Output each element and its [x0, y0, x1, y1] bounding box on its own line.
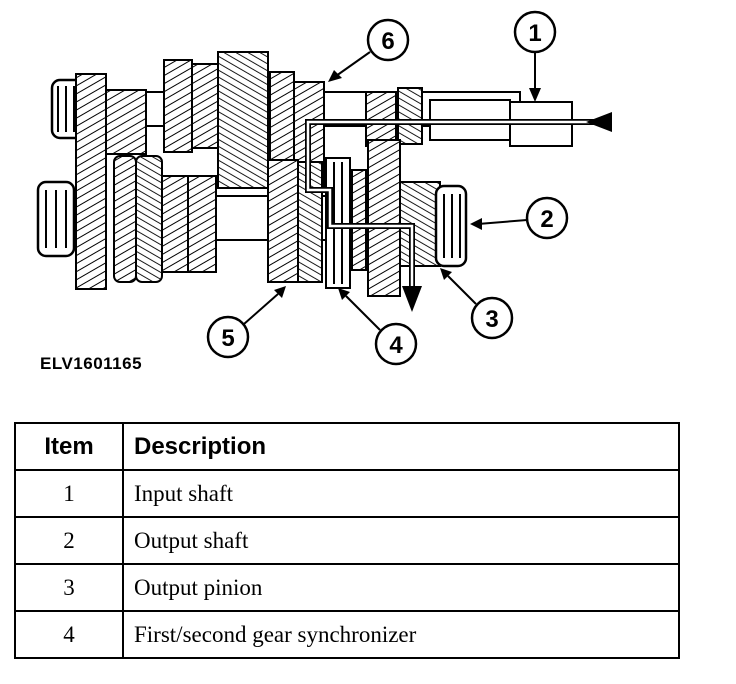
callout-4: 4 [338, 288, 418, 366]
callout-3: 3 [440, 268, 514, 340]
callout-1-label: 1 [528, 20, 541, 47]
table-header-row: Item Description [14, 422, 680, 471]
description-column-header: Description [122, 422, 680, 471]
item-description: First/second gear synchronizer [122, 610, 680, 659]
callout-2-label: 2 [540, 206, 553, 233]
item-description: Output pinion [122, 563, 680, 612]
callout-3-label: 3 [485, 306, 498, 333]
table-row: 3 Output pinion [14, 563, 680, 612]
gearbox-diagram: 1 2 3 4 5 6 [36, 10, 612, 366]
figure-code: ELV1601165 [40, 354, 143, 373]
callout-5: 5 [206, 286, 286, 359]
callout-4-label: 4 [389, 332, 403, 359]
output-shaft [36, 139, 468, 297]
item-description: Output shaft [122, 516, 680, 565]
callout-5-label: 5 [221, 325, 234, 352]
callout-2: 2 [470, 196, 569, 240]
power-flow-arrowhead-in [586, 112, 612, 132]
power-flow-arrowhead-out [402, 286, 422, 312]
callout-1: 1 [513, 10, 557, 102]
table-row: 4 First/second gear synchronizer [14, 610, 680, 659]
callout-6: 6 [328, 18, 410, 82]
item-number: 1 [14, 469, 124, 518]
item-number: 4 [14, 610, 124, 659]
item-column-header: Item [14, 422, 124, 471]
callout-6-label: 6 [381, 28, 394, 55]
item-number: 2 [14, 516, 124, 565]
table-row: 2 Output shaft [14, 516, 680, 565]
table-row: 1 Input shaft [14, 469, 680, 518]
item-description: Input shaft [122, 469, 680, 518]
item-number: 3 [14, 563, 124, 612]
item-description-table: Item Description 1 Input shaft 2 Output … [14, 422, 680, 659]
